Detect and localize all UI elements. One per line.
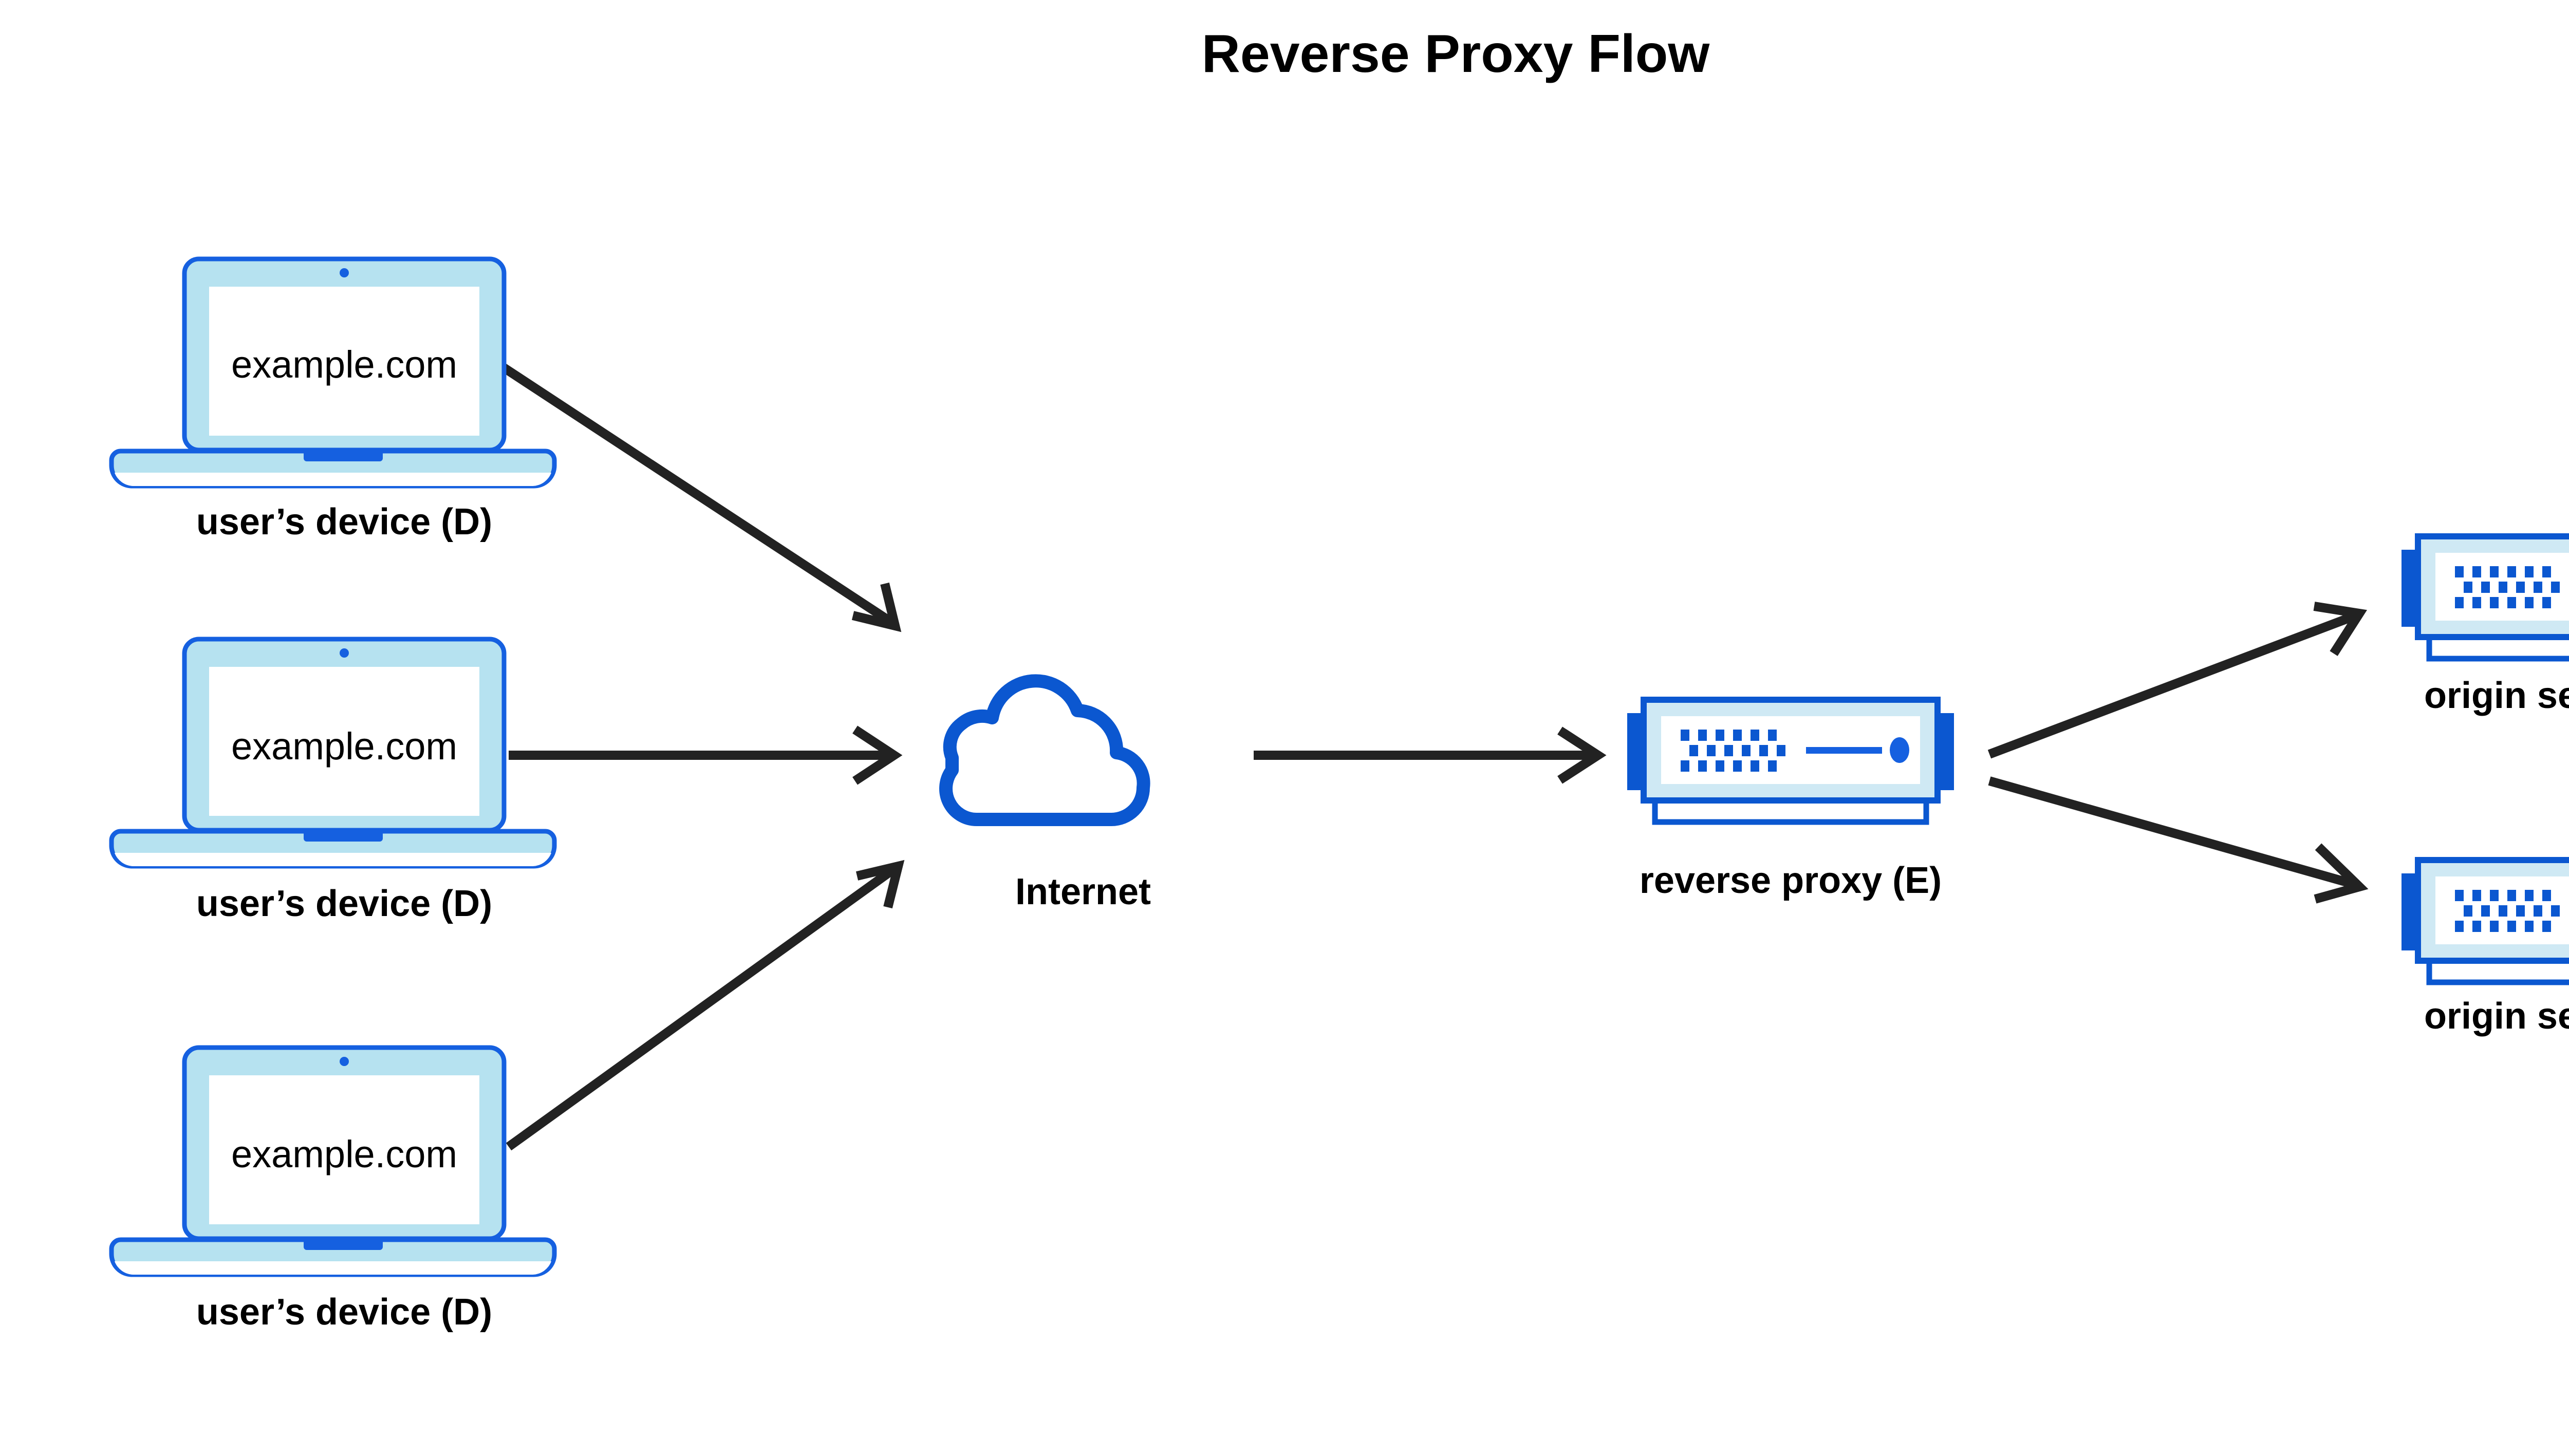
reverse-proxy-label: reverse proxy (E) [1640, 860, 1942, 901]
edge-client-top-to-internet [498, 362, 902, 632]
node-reverse-proxy[interactable]: reverse proxy (E) [1627, 700, 1954, 901]
node-origin-top[interactable]: origin server (F) [2402, 536, 2569, 716]
node-client-top[interactable]: example.com user’s device (D) [111, 259, 554, 543]
server-icon [2402, 536, 2569, 659]
client-label: user’s device (D) [196, 1292, 492, 1333]
client-screen-text: example.com [231, 343, 457, 386]
client-label: user’s device (D) [196, 501, 492, 543]
edge-proxy-to-origin-bottom [1988, 776, 2369, 904]
edge-client-mid-to-internet [509, 725, 903, 785]
page-title: Reverse Proxy Flow [1202, 24, 1710, 84]
node-client-bottom[interactable]: example.com user’s device (D) [111, 1048, 554, 1333]
client-screen-text: example.com [231, 1133, 457, 1175]
node-origin-bottom[interactable]: origin server (F) [2402, 860, 2569, 1037]
node-client-middle[interactable]: example.com user’s device (D) [111, 639, 554, 924]
node-internet[interactable]: Internet [946, 681, 1151, 912]
cloud-icon [946, 681, 1144, 819]
origin-server-label: origin server (F) [2424, 996, 2569, 1037]
internet-label: Internet [1015, 871, 1151, 912]
edge-internet-to-proxy [1254, 726, 1607, 784]
client-label: user’s device (D) [196, 883, 492, 924]
edge-client-bot-to-internet [506, 860, 905, 1151]
origin-server-label: origin server (F) [2424, 675, 2569, 716]
client-screen-text: example.com [231, 725, 457, 768]
server-icon [2402, 860, 2569, 982]
server-icon [1627, 700, 1954, 822]
edge-proxy-to-origin-top [1987, 602, 2368, 759]
